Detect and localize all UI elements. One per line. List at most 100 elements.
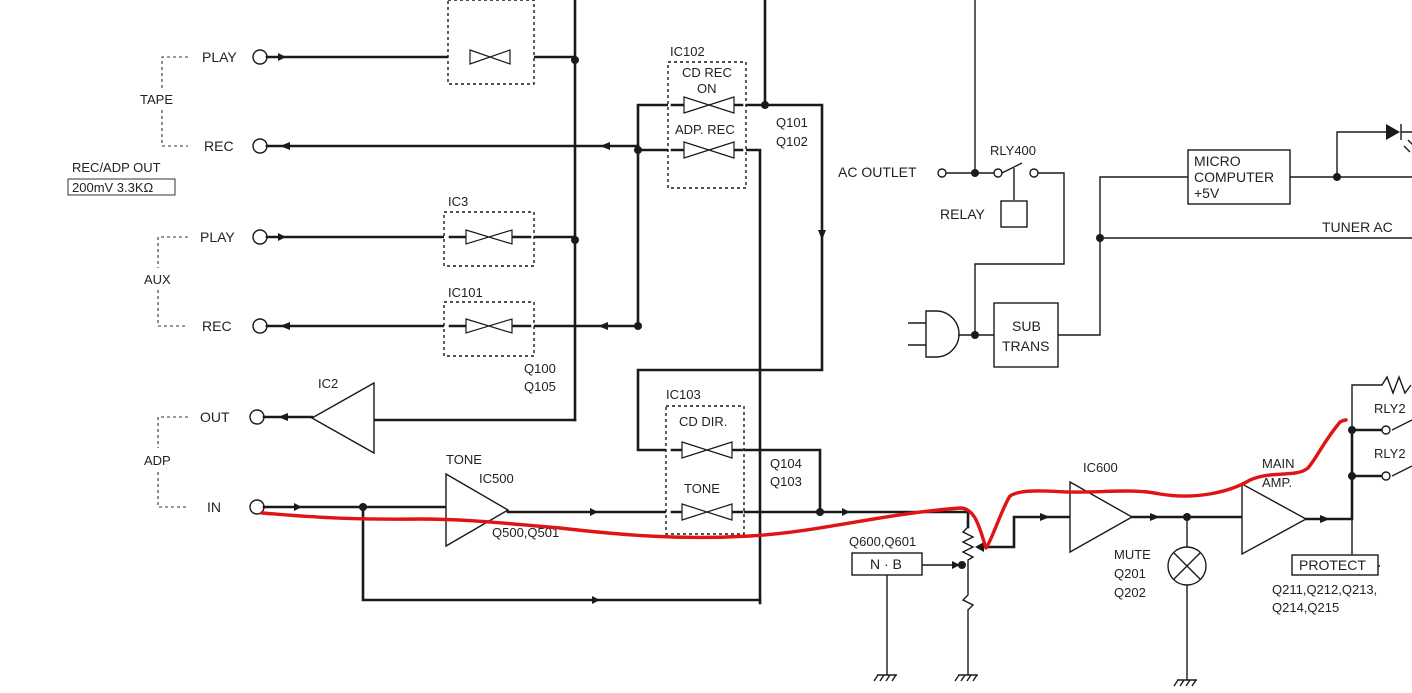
rly400-label: RLY400 [990, 143, 1036, 158]
ic101-label: IC101 [448, 285, 483, 300]
volume-nb-section: Q600,Q601 N · B [849, 510, 1072, 682]
ic2-label: IC2 [318, 376, 338, 391]
rly-b-label: RLY2 [1374, 446, 1406, 461]
ic2-buffer: IC2 [310, 376, 375, 455]
ground-icon [873, 674, 897, 682]
tape-label: TAPE [140, 92, 173, 107]
tone-amplifier-icon [445, 472, 510, 548]
ground-icon [954, 674, 978, 682]
q202-label: Q202 [1114, 585, 1146, 600]
relay-contact-icon [1381, 471, 1391, 481]
ac-outlet-label: AC OUTLET [838, 164, 917, 180]
cd-rec-label: CD REC [682, 65, 732, 80]
aux-play-label: PLAY [200, 229, 235, 245]
relay-coil-icon [1000, 200, 1028, 228]
aux-rec-jack-icon [252, 318, 268, 334]
analog-switch-icon [465, 318, 513, 334]
tape-play-jack-icon [252, 49, 268, 65]
adp-out-jack: OUT [200, 409, 265, 425]
tone-switch-label: TONE [684, 481, 720, 496]
rec-adp-spec-label: 200mV 3.3KΩ [72, 180, 154, 195]
q201-label: Q201 [1114, 566, 1146, 581]
relay-label: RELAY [940, 206, 986, 222]
aux-label: AUX [144, 272, 171, 287]
ac-plug-icon [925, 310, 960, 358]
top-switch-block [447, 0, 535, 85]
q500-q501-label: Q500,Q501 [492, 525, 559, 540]
adp-rec-label: ADP. REC [675, 122, 735, 137]
ic600-label: IC600 [1083, 460, 1118, 475]
ic500-label: IC500 [479, 471, 514, 486]
adp-label: ADP [144, 453, 171, 468]
mute-label: MUTE [1114, 547, 1151, 562]
tape-rec-jack-icon [252, 138, 268, 154]
adp-out-label: OUT [200, 409, 230, 425]
adp-out-jack-icon [249, 409, 265, 425]
relay-contact-icon [993, 168, 1003, 178]
q600-q601-label: Q600,Q601 [849, 534, 916, 549]
trans-label: TRANS [1002, 338, 1049, 354]
tape-play-jack: PLAY [202, 49, 268, 65]
sub-label: SUB [1012, 318, 1041, 334]
input-output-jacks: TAPE PLAY REC REC/ADP OUT 200mV 3.3KΩ AU… [67, 49, 268, 515]
protect-q2-label: Q214,Q215 [1272, 600, 1339, 615]
led-icon [1386, 124, 1400, 140]
adp-in-label: IN [207, 499, 221, 515]
signal-wiring [262, 0, 970, 605]
aux-play-jack-icon [252, 229, 268, 245]
analog-switch-icon [465, 229, 513, 245]
q105-label: Q105 [524, 379, 556, 394]
analog-switch-icon [681, 441, 733, 459]
analog-switch-icon [681, 503, 733, 521]
junctions [359, 56, 824, 516]
relay-contact-icon [1029, 168, 1039, 178]
protect-label: PROTECT [1299, 557, 1366, 573]
red-annotation-stroke [260, 418, 1348, 550]
analog-switch-icon [469, 49, 511, 65]
protect-q1-label: Q211,Q212,Q213, [1272, 582, 1377, 597]
tone-ic500: TONE IC500 Q500,Q501 [445, 452, 559, 548]
analog-switch-icon [683, 96, 735, 114]
tape-rec-jack: REC [204, 138, 268, 154]
aux-play-jack: PLAY [200, 229, 268, 245]
main-amp-section: MAIN AMP. RLY2 RLY2 PROTECT Q211,Q212,Q2… [1241, 375, 1412, 615]
adp-in-jack: IN [207, 499, 265, 515]
rly-a-label: RLY2 [1374, 401, 1406, 416]
nb-label: N · B [870, 556, 902, 572]
q100-label: Q100 [524, 361, 556, 376]
buffer-amplifier-icon [310, 381, 375, 455]
micro-computer-box [1187, 149, 1291, 205]
ic3-switch: IC3 [443, 194, 535, 267]
micro-label: MICRO [1194, 153, 1241, 169]
ic102-switch: IC102 CD REC ON ADP. REC Q101 Q102 [667, 44, 808, 189]
spec-box [67, 178, 176, 196]
protect-box [1291, 554, 1379, 576]
q102-label: Q102 [776, 134, 808, 149]
q104-label: Q104 [770, 456, 802, 471]
ic103-switch: IC103 CD DIR. TONE Q104 Q103 [665, 387, 802, 535]
tape-rec-label: REC [204, 138, 234, 154]
aux-rec-jack: REC [202, 318, 268, 334]
aux-rec-label: REC [202, 318, 232, 334]
q103-label: Q103 [770, 474, 802, 489]
tape-group-bracket: TAPE [140, 56, 188, 147]
main-amp-icon [1241, 482, 1308, 556]
ic101-switch: IC101 Q100 Q105 [443, 285, 556, 394]
ic102-label: IC102 [670, 44, 705, 59]
volume-potentiometer-icon [961, 526, 975, 675]
ic103-label: IC103 [666, 387, 701, 402]
power-section: AC OUTLET RLY400 RELAY SUB TRANS TUNER A… [838, 0, 1412, 368]
tuner-ac-label: TUNER AC [1322, 219, 1393, 235]
tone-label: TONE [446, 452, 482, 467]
ic600-section: IC600 MUTE Q201 Q202 [1069, 460, 1244, 687]
sub-trans-box [993, 302, 1059, 368]
rec-adp-out-label: REC/ADP OUT [72, 160, 161, 175]
cd-dir-label: CD DIR. [679, 414, 727, 429]
aux-group-bracket: AUX [144, 236, 188, 327]
relay-contact-icon [1381, 425, 1391, 435]
ic3-label: IC3 [448, 194, 468, 209]
ic600-amplifier-icon [1069, 480, 1134, 554]
plus5v-label: +5V [1194, 185, 1220, 201]
ground-icon [1173, 679, 1197, 687]
